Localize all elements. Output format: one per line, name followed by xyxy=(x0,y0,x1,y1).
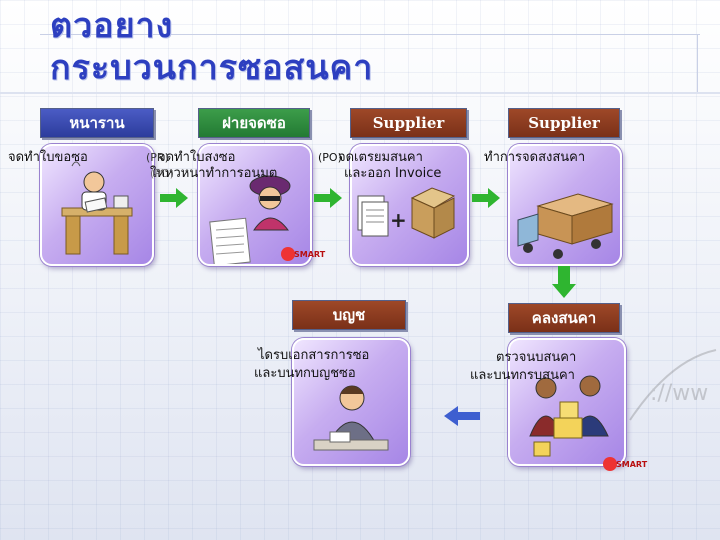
arrow-supplier-to-delivery xyxy=(472,188,500,208)
warehouse-staff-illustration xyxy=(529,375,609,457)
label-warehouse-line-2: และบนทกรบสนคา xyxy=(470,368,575,383)
decor-line-top xyxy=(40,34,700,35)
smart-logo-2: SMART xyxy=(603,457,648,471)
card-warehouse xyxy=(508,338,626,466)
label-accounting-line-2: และบนทกบญชซอ xyxy=(254,366,356,381)
header-supplier-2: Supplier xyxy=(508,108,620,138)
card-supplier-2 xyxy=(508,144,622,266)
office-desk-illustration xyxy=(61,161,133,255)
card-supplier-1: + xyxy=(350,144,469,266)
svg-text:://ww: ://ww xyxy=(650,381,708,406)
smart-logo-2-text: SMART xyxy=(616,460,648,469)
label-warehouse-line-1: ตรวจนบสนคา xyxy=(496,350,577,365)
label-accounting-line-1: ไดรบเอกสารการซอ xyxy=(258,348,370,363)
card-requester xyxy=(40,144,154,266)
arrow-warehouse-to-accounting xyxy=(444,406,480,426)
purchasing-officer-illustration xyxy=(209,175,291,264)
header-requester: หนาราน xyxy=(40,108,154,138)
title-line-2: กระบวนการซอสนคา xyxy=(50,48,374,88)
label-overlap-pr: (PR) xyxy=(146,151,169,164)
background-www-decor: ://ww xyxy=(629,349,717,421)
title-line-1: ตวอยาง xyxy=(50,6,174,46)
label-purchasing-line-1: จดทำใบสงซอ xyxy=(158,150,236,165)
label-supplier-1-prefix: (PO) xyxy=(318,151,342,164)
arrow-delivery-to-warehouse xyxy=(552,266,576,298)
decor-line-bottom xyxy=(0,92,720,94)
arrow-requester-to-purchasing xyxy=(160,188,188,208)
decor-line-right xyxy=(697,34,698,94)
label-requester: จดทำใบขอซอ xyxy=(8,150,88,165)
label-overlap-po: (PO) xyxy=(150,167,174,180)
header-accounting: บญช xyxy=(292,300,406,330)
smart-logo-1: SMART xyxy=(281,247,326,261)
accountant-illustration xyxy=(313,385,389,451)
card-accounting xyxy=(292,338,410,466)
label-supplier-1-line-2: และออก Invoice xyxy=(344,166,442,181)
smart-logo-1-text: SMART xyxy=(294,250,326,259)
header-purchasing: ฝายจดซอ xyxy=(198,108,310,138)
documents-and-box-illustration xyxy=(357,187,456,239)
label-supplier-2: ทำการจดสงสนคา xyxy=(484,150,586,165)
arrow-purchasing-to-supplier xyxy=(314,188,342,208)
delivery-truck-illustration xyxy=(517,193,614,259)
header-warehouse: คลงสนคา xyxy=(508,303,620,333)
card-purchasing xyxy=(198,144,312,266)
plus-sign: + xyxy=(390,208,407,232)
label-supplier-1-line-1: จดเตรยมสนคา xyxy=(338,150,423,165)
label-purchasing-line-2: ใหหวหนาทำการอนมต xyxy=(150,166,278,181)
header-supplier-1: Supplier xyxy=(350,108,467,138)
